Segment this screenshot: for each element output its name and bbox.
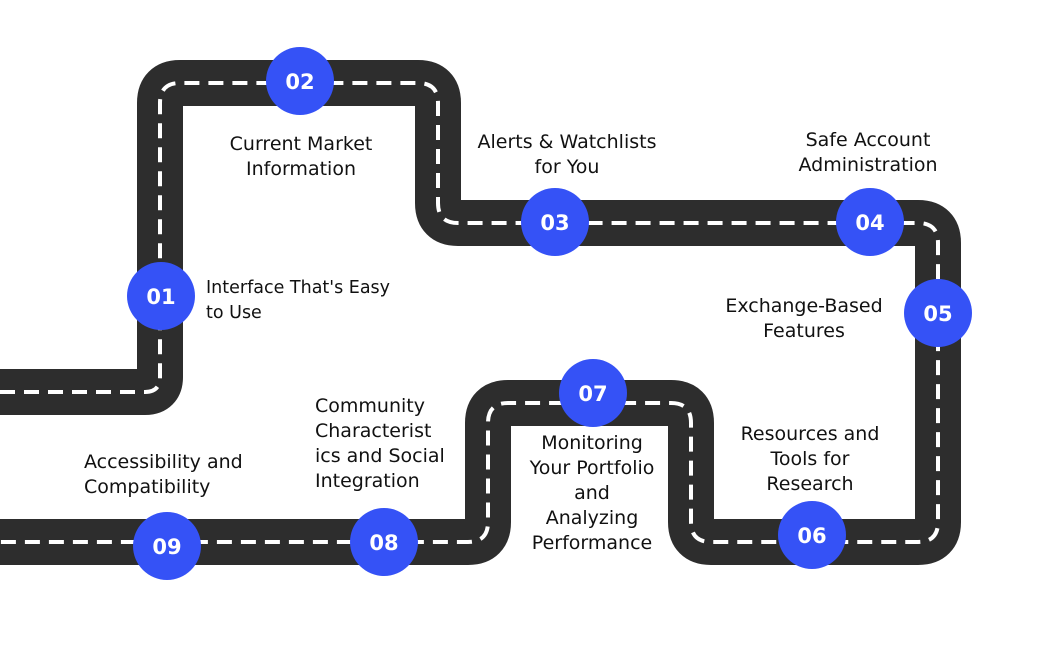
step-label-line: Safe Account	[805, 129, 931, 151]
step-label-line: to Use	[206, 303, 262, 323]
step-circle	[559, 359, 627, 427]
step-label-08: Community Characterist ics and Social In…	[315, 394, 445, 494]
step-circle	[904, 279, 972, 347]
step-label-line: Monitoring	[541, 432, 643, 454]
step-label-05: Exchange-Based Features	[706, 294, 902, 344]
step-number: 01	[146, 285, 175, 309]
step-label-07: Monitoring Your Portfolio and Analyzing …	[514, 431, 670, 556]
step-label-line: Information	[246, 158, 356, 180]
step-label-line: Exchange-Based	[725, 295, 883, 317]
step-number: 08	[369, 531, 398, 555]
step-label-line: Community	[315, 395, 425, 417]
step-circle	[266, 47, 334, 115]
step-node-05: 05	[904, 279, 972, 347]
step-node-02: 02	[266, 47, 334, 115]
step-node-03: 03	[521, 188, 589, 256]
step-number: 04	[855, 211, 884, 235]
step-label-line: Accessibility and	[84, 451, 243, 473]
step-label-01: Interface That's Easy to Use	[206, 276, 390, 326]
step-label-06: Resources and Tools for Research	[722, 422, 898, 497]
step-number: 03	[540, 211, 569, 235]
step-node-09: 09	[133, 512, 201, 580]
step-label-line: Research	[766, 473, 854, 495]
step-label-04: Safe Account Administration	[778, 128, 958, 178]
step-node-07: 07	[559, 359, 627, 427]
step-label-03: Alerts & Watchlists for You	[456, 130, 678, 180]
step-node-04: 04	[836, 188, 904, 256]
step-number: 02	[285, 70, 314, 94]
step-label-line: for You	[534, 156, 600, 178]
step-label-line: Compatibility	[84, 476, 211, 498]
step-label-line: Alerts & Watchlists	[477, 131, 657, 153]
step-label-line: Features	[763, 320, 845, 342]
step-number: 07	[578, 382, 607, 406]
step-circle	[350, 508, 418, 576]
step-label-line: Tools for	[770, 448, 850, 470]
step-number: 06	[797, 524, 826, 548]
step-circle	[133, 512, 201, 580]
step-label-line: Resources and	[740, 423, 880, 445]
step-number: 09	[152, 535, 181, 559]
step-label-line: Interface That's Easy	[206, 278, 391, 298]
step-label-line: Characterist	[315, 420, 432, 442]
step-circle	[836, 188, 904, 256]
step-label-line: Performance	[531, 532, 653, 554]
step-label-line: Your Portfolio	[529, 457, 655, 479]
step-label-line: Analyzing	[545, 507, 639, 529]
step-node-08: 08	[350, 508, 418, 576]
step-label-line: Administration	[798, 154, 938, 176]
step-circle	[778, 501, 846, 569]
step-label-line: Integration	[315, 470, 420, 492]
step-label-02: Current Market Information	[212, 132, 390, 182]
step-node-01: 01	[127, 262, 195, 330]
road-center-line	[0, 81, 940, 544]
step-circle	[521, 188, 589, 256]
step-circle	[127, 262, 195, 330]
step-label-line: Current Market	[229, 133, 373, 155]
road	[0, 60, 961, 565]
step-label-09: Accessibility and Compatibility	[84, 450, 243, 500]
step-node-06: 06	[778, 501, 846, 569]
step-number: 05	[923, 302, 952, 326]
step-label-line: ics and Social	[315, 445, 445, 467]
step-label-line: and	[574, 482, 610, 504]
